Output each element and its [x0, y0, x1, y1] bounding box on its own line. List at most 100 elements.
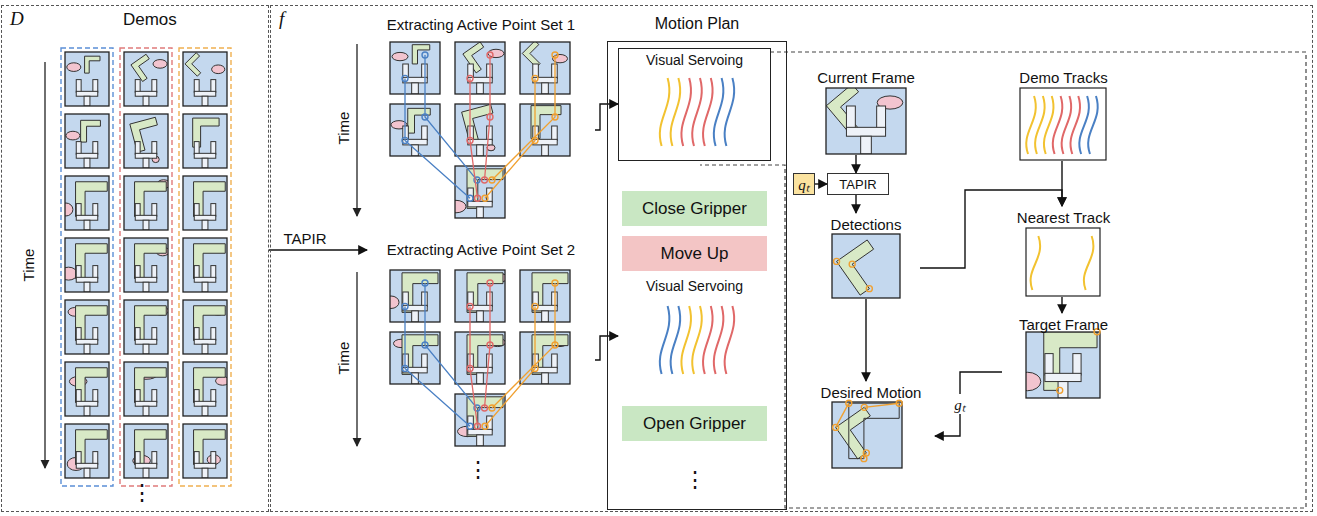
art-rect	[124, 362, 168, 416]
gripper-symbol	[477, 145, 484, 156]
gripper-symbol	[477, 435, 484, 446]
frame-thumbnail	[65, 362, 109, 416]
track-point	[532, 137, 538, 143]
gripper-symbol	[468, 416, 474, 430]
art-rect	[183, 362, 227, 416]
gripper-symbol	[194, 277, 216, 282]
motion-line	[836, 403, 849, 427]
gripper-symbol	[194, 266, 199, 279]
l-object	[836, 407, 871, 459]
track-point	[552, 342, 558, 348]
point-track	[692, 306, 702, 374]
track-point	[861, 404, 867, 410]
track-plot	[1026, 228, 1100, 296]
track-point	[487, 114, 493, 120]
art-rect	[832, 234, 900, 298]
art-g	[1026, 332, 1100, 398]
art-rect	[520, 42, 570, 94]
node-title: Extracting Active Point Set 1	[367, 13, 595, 33]
connector	[935, 372, 1002, 436]
l-object	[194, 368, 226, 403]
track-point	[482, 177, 488, 183]
gripper-symbol	[76, 452, 81, 465]
gripper-symbol	[403, 305, 427, 311]
art-g	[65, 114, 109, 168]
track-point	[532, 303, 538, 309]
gripper-symbol	[76, 339, 98, 344]
gripper-symbol	[211, 80, 216, 93]
node-title: Motion Plan	[607, 13, 787, 33]
track-point	[467, 423, 473, 429]
l-object	[412, 45, 430, 64]
frame-thumbnail	[65, 424, 109, 478]
l-object	[135, 430, 167, 465]
time-arrow	[356, 272, 357, 446]
art-rect	[455, 104, 505, 156]
gripper-symbol	[477, 207, 484, 218]
gripper-symbol	[76, 204, 81, 217]
gripper-symbol	[202, 468, 208, 478]
art-g	[520, 270, 570, 322]
frame-thumbnail	[124, 176, 170, 230]
node-title: Open Gripper	[643, 414, 746, 434]
ellipsis-mark: ⋮	[684, 467, 706, 493]
art-rect	[183, 52, 227, 106]
gripper-symbol	[143, 344, 149, 354]
frame-thumbnail	[183, 114, 227, 168]
frame-thumbnail	[183, 238, 227, 292]
l-object	[1044, 332, 1097, 390]
art-g	[65, 300, 109, 354]
art-rect	[455, 270, 505, 322]
art-rect	[124, 114, 168, 168]
gripper-symbol	[533, 77, 557, 83]
art-rect	[455, 104, 505, 156]
art-rect	[124, 52, 168, 106]
ellipsis-mark: ⋮	[467, 457, 489, 483]
gripper-symbol	[194, 142, 199, 155]
art-rect	[1026, 332, 1100, 398]
gripper-symbol	[202, 220, 208, 230]
gripper-symbol	[135, 91, 157, 96]
gripper-symbol	[152, 328, 157, 341]
pink-object	[392, 52, 408, 60]
track-point	[552, 280, 558, 286]
gripper-symbol	[152, 204, 157, 217]
gripper-symbol	[194, 452, 199, 465]
point-track	[714, 306, 724, 374]
track-point	[482, 423, 488, 429]
pink-object	[66, 131, 80, 140]
l-object	[532, 273, 568, 313]
art-g	[124, 52, 168, 106]
point-track	[660, 306, 670, 374]
l-object	[194, 244, 226, 279]
frame-thumbnail	[832, 402, 902, 468]
point-track	[725, 78, 735, 146]
time-arrow	[356, 44, 357, 216]
gripper-symbol	[76, 390, 81, 403]
point-track	[703, 78, 713, 146]
l-object	[194, 430, 226, 465]
art-rect	[455, 332, 505, 384]
gripper-symbol	[533, 139, 557, 145]
node-title: Visual Servoing	[619, 49, 770, 68]
art-g	[124, 424, 168, 478]
frame-thumbnail	[65, 300, 109, 354]
frame-thumbnail	[183, 424, 227, 478]
gripper-symbol	[552, 126, 558, 140]
track-plot	[1020, 88, 1106, 160]
l-object	[185, 53, 201, 77]
gripper-symbol	[468, 188, 474, 202]
gripper-symbol	[76, 215, 98, 220]
art-rect	[183, 176, 227, 230]
art-rect	[183, 300, 227, 354]
art-g	[183, 52, 227, 106]
l-object	[131, 54, 149, 81]
track-point	[896, 400, 902, 406]
motion-line	[864, 403, 899, 407]
point-track	[681, 78, 691, 146]
pink-object	[1026, 372, 1041, 390]
art-rect	[390, 42, 440, 94]
frame-thumbnail	[65, 114, 109, 168]
gripper-symbol	[403, 77, 427, 83]
